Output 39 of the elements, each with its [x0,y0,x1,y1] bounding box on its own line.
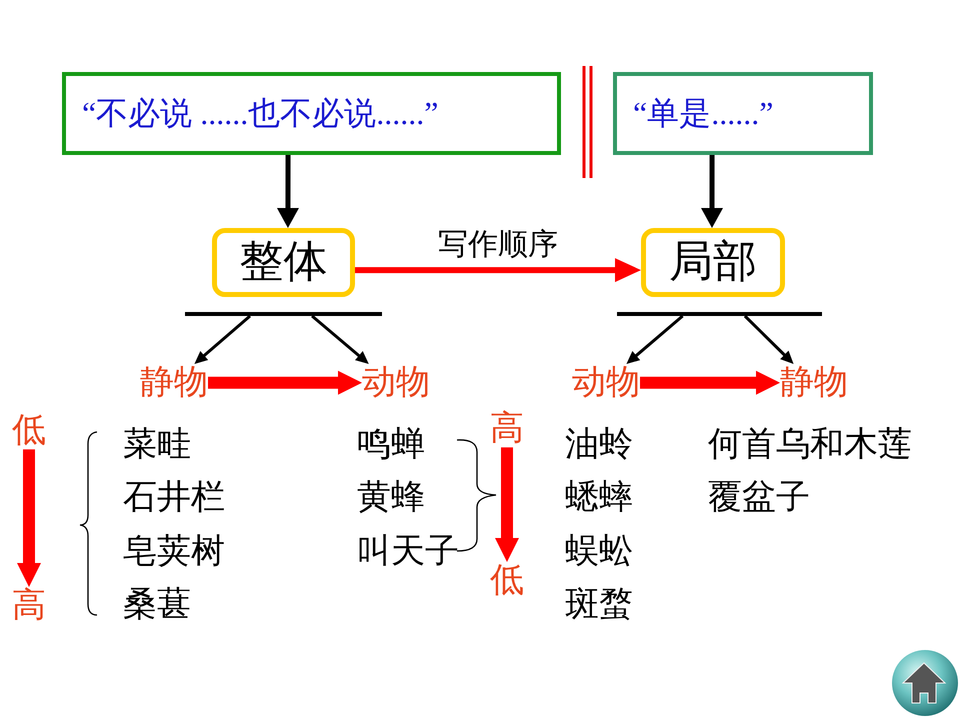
list-item: 皂荚树 [123,533,225,570]
horizontal-bar [185,312,382,316]
list-item: 何首乌和木莲 [708,426,912,464]
list-item: 斑蝥 [565,586,633,624]
level-label: 低 [12,412,46,450]
quote-box: “单是......” [613,72,873,155]
level-label: 高 [12,587,46,624]
arrow [276,155,299,228]
quote-box: “不必说 ......也不必说......” [62,72,561,155]
arrow [640,370,780,395]
edge-label: 写作顺序 [436,228,560,262]
list-item: 覆盆子 [708,479,810,516]
list-item: 鸣蝉 [357,426,425,464]
horizontal-bar [617,312,822,316]
list-item: 油蛉 [565,426,633,464]
category-label: 动物 [572,364,640,402]
arrow [194,314,251,364]
list-item: 黄蜂 [357,479,425,516]
arrow [744,314,794,364]
category-label: 静物 [140,364,208,402]
concept-box: 整体 [212,228,355,297]
concept-box: 局部 [641,228,785,297]
arrow [626,314,684,364]
list-item: 蟋蟀 [565,479,633,516]
category-label: 动物 [362,364,430,402]
list-item: 菜畦 [123,426,191,464]
level-label: 低 [490,562,524,600]
list-item: 叫天子 [357,533,459,570]
list-item: 石井栏 [123,479,225,516]
arrow [701,155,723,228]
level-label: 高 [490,410,524,448]
list-item: 蜈蚣 [565,533,633,570]
arrow [17,449,41,587]
list-item: 桑葚 [123,586,191,624]
category-label: 静物 [780,364,848,402]
arrow [208,370,362,395]
arrow [311,314,369,364]
arrow [355,258,641,282]
arrow [495,447,519,562]
